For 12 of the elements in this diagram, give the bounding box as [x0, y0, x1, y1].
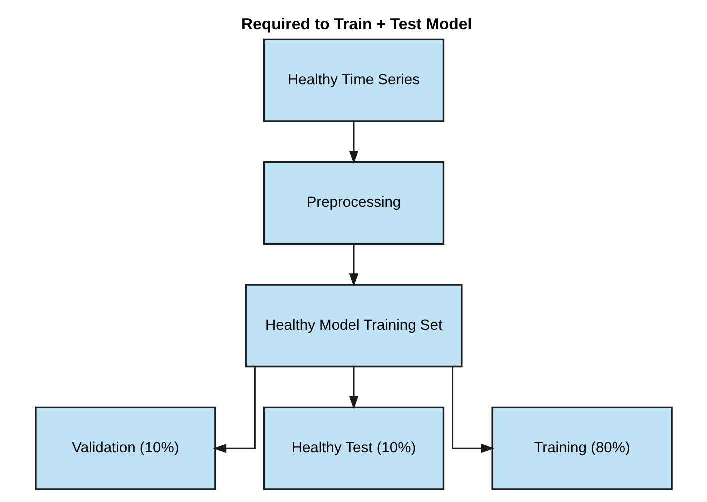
- node-box: Healthy Model Training Set: [244, 284, 462, 368]
- diagram-title: Required to Train + Test Model: [241, 16, 472, 34]
- arrow: [348, 366, 358, 410]
- node-box: Validation (10%): [34, 406, 216, 490]
- node-box: Healthy Time Series: [262, 38, 444, 122]
- node-box: Healthy Test (10%): [262, 406, 444, 490]
- node-box: Training (80%): [491, 406, 672, 490]
- arrow: [212, 366, 256, 453]
- arrow: [348, 244, 358, 286]
- node-box: Preprocessing: [262, 160, 444, 244]
- arrow: [452, 366, 494, 453]
- arrow: [348, 121, 358, 164]
